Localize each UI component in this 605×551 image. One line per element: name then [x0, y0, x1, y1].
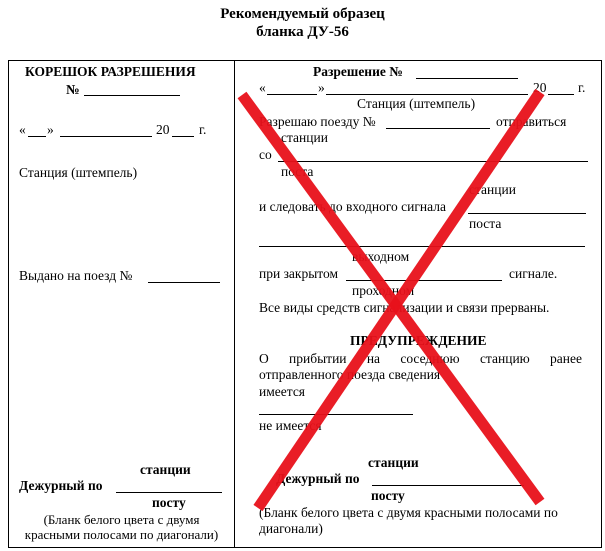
- permit-duty-label: Дежурный по: [276, 471, 360, 486]
- stub-duty-label: Дежурный по: [19, 478, 103, 493]
- stub-note-line1: (Бланк белого цвета с двумя: [43, 512, 200, 527]
- red-stripe-left-to-right: [237, 91, 545, 506]
- permit-station-caption1: станции: [281, 130, 328, 145]
- permit-station-stamp: Станция (штемпель): [357, 96, 476, 111]
- permit-note-line1: (Бланк белого цвета с двумя красными пол…: [259, 505, 558, 520]
- red-stripe-right-to-left: [253, 88, 545, 512]
- permit-date-close: »: [318, 80, 325, 95]
- permit-number-field[interactable]: [416, 78, 518, 79]
- stub-month-field[interactable]: [60, 136, 152, 137]
- stub-station-stamp: Станция (штемпель): [19, 165, 138, 180]
- permit-signal-type-field[interactable]: [346, 280, 502, 281]
- permit-duty-station: станции: [368, 455, 419, 470]
- stub-year-suffix: г.: [199, 122, 207, 137]
- permit-duty-post: посту: [371, 488, 405, 503]
- stub-number-label: №: [66, 82, 80, 97]
- stub-train-number-field[interactable]: [148, 282, 220, 283]
- permit-closed-label: при закрытом: [259, 266, 339, 281]
- permit-arrival-line1: О прибытии на соседнюю станцию ранее: [259, 351, 582, 366]
- permit-month-field[interactable]: [326, 94, 528, 95]
- permit-allow-label: Разрешаю поезду №: [259, 114, 376, 129]
- permit-from-field[interactable]: [278, 161, 588, 162]
- stub-number-field[interactable]: [84, 95, 180, 96]
- permit-train-number-field[interactable]: [386, 128, 490, 129]
- permit-post-caption2: поста: [469, 216, 502, 231]
- permit-title: Разрешение №: [313, 64, 403, 79]
- permit-signal-station-field[interactable]: [468, 213, 586, 214]
- stub-duty-post: посту: [152, 495, 186, 510]
- stub-date-open: «: [19, 122, 26, 137]
- permit-year-suffix: г.: [578, 80, 586, 95]
- permit-info-field[interactable]: [259, 414, 413, 415]
- permit-follow-label: и следовать до входного сигнала: [259, 199, 446, 214]
- permit-note-line2: диагонали): [259, 521, 323, 536]
- form-code: бланка ДУ-56: [256, 24, 349, 40]
- permit-has-option: имеется: [259, 384, 306, 399]
- permit-extra-field[interactable]: [259, 246, 585, 247]
- permit-date-open: «: [259, 80, 266, 95]
- permit-duty-field[interactable]: [372, 485, 524, 486]
- permit-year-field[interactable]: [548, 94, 574, 95]
- stub-year-prefix: 20: [156, 122, 170, 137]
- column-divider: [234, 60, 235, 548]
- permit-day-field[interactable]: [267, 94, 317, 95]
- form-frame: [8, 60, 602, 548]
- stub-duty-field[interactable]: [116, 492, 222, 493]
- stub-title: КОРЕШОК РАЗРЕШЕНИЯ: [25, 64, 196, 79]
- stub-year-field[interactable]: [172, 136, 194, 137]
- stub-date-close: »: [47, 122, 54, 137]
- stub-issued-label: Выдано на поезд №: [19, 268, 133, 283]
- permit-from-label: со: [259, 147, 272, 162]
- permit-signal-label: сигнале.: [509, 266, 558, 281]
- stub-day-field[interactable]: [28, 136, 46, 137]
- stub-duty-station: станции: [140, 462, 191, 477]
- form-heading: Рекомендуемый образец: [220, 6, 385, 22]
- stub-note-line2: красными полосами по диагонали): [24, 527, 219, 542]
